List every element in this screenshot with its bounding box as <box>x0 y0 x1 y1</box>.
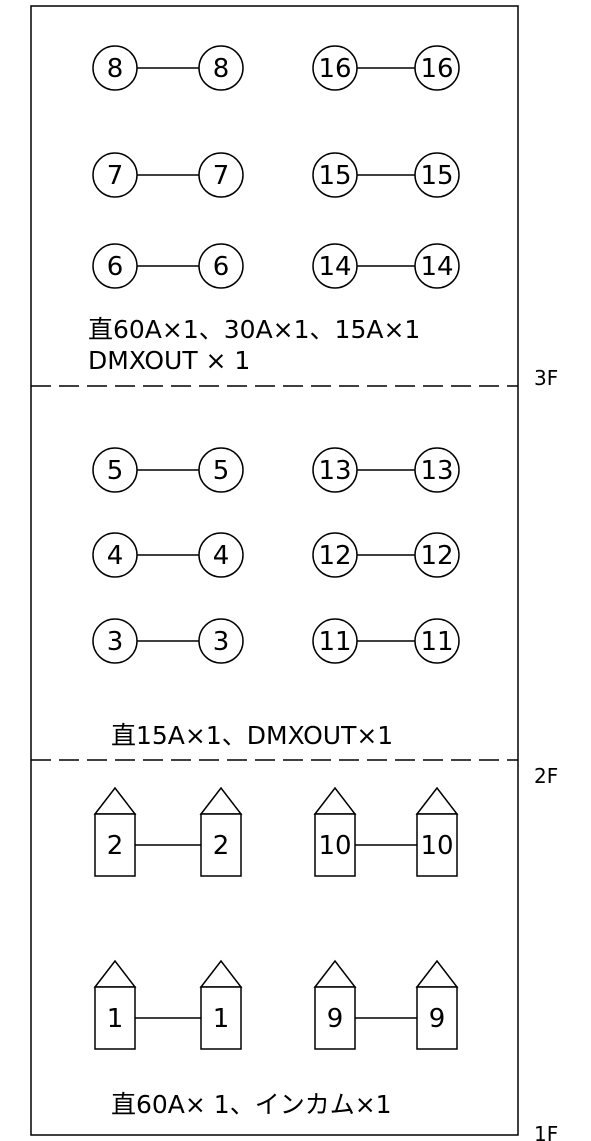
connector-1f-left-2-a-cap <box>93 786 137 815</box>
connector-3f-left-8-b-circle <box>198 45 244 91</box>
connector-3f-right-15-b-circle <box>414 152 460 198</box>
connector-2f-right-11-b-label: 11 <box>420 627 453 657</box>
floor-note-3f-line1: 直60A×1、30A×1、15A×1 <box>88 315 420 344</box>
connector-2f-right-13-a-label: 13 <box>318 456 351 486</box>
connector-1f-left-1-b-label: 1 <box>213 1004 230 1034</box>
connector-2f-right-13-a-circle <box>312 447 358 493</box>
connector-3f-left-6-a-circle <box>92 243 138 289</box>
connector-3f-right-14-a-circle <box>312 243 358 289</box>
connector-3f-right-16-a-label: 16 <box>318 54 351 84</box>
connector-2f-left-5-a-circle <box>92 447 138 493</box>
building-outline <box>30 5 519 1136</box>
connector-3f-right-14-a-label: 14 <box>318 252 351 282</box>
connector-2f-left-5-b-circle <box>198 447 244 493</box>
connector-1f-right-10-a-label: 10 <box>318 831 351 861</box>
connector-1f-right-9-b-body <box>416 986 458 1050</box>
connector-1f-right-10-a-body <box>314 813 356 877</box>
connector-2f-right-11-a-circle <box>312 618 358 664</box>
connector-2f-right-12-b-label: 12 <box>420 541 453 571</box>
connector-1f-right-10-b-label: 10 <box>420 831 453 861</box>
connector-2f-left-4-a-label: 4 <box>107 541 124 571</box>
connector-1f-left-2-b-body <box>200 813 242 877</box>
connector-3f-right-16-b-label: 16 <box>420 54 453 84</box>
connector-1f-right-9-b-label: 9 <box>429 1004 446 1034</box>
connector-3f-left-7-b-circle <box>198 152 244 198</box>
floor-label-3f: 3F <box>534 366 558 390</box>
connector-2f-left-3-a-circle <box>92 618 138 664</box>
connector-2f-right-12-b-circle <box>414 532 460 578</box>
floor-note-2f: 直15A×1、DMXOUT×1 <box>111 721 393 750</box>
connector-3f-left-6-a-label: 6 <box>107 252 124 282</box>
connector-1f-right-9-a-body <box>314 986 356 1050</box>
connector-1f-left-1-b-body <box>200 986 242 1050</box>
connector-3f-left-8-a-circle <box>92 45 138 91</box>
connector-1f-right-10-b-body <box>416 813 458 877</box>
connector-2f-left-3-b-circle <box>198 618 244 664</box>
connector-3f-left-8-a-label: 8 <box>107 54 124 84</box>
connector-3f-left-8-b-label: 8 <box>213 54 230 84</box>
connector-2f-right-11-a-label: 11 <box>318 627 351 657</box>
connector-3f-left-6-b-circle <box>198 243 244 289</box>
connector-2f-left-3-a-label: 3 <box>107 627 124 657</box>
connector-3f-right-14-b-label: 14 <box>420 252 453 282</box>
floor-note-3f-line2: DMXOUT × 1 <box>88 346 250 375</box>
connector-1f-right-10-a-cap <box>313 786 357 815</box>
connector-1f-right-9-a-label: 9 <box>327 1004 344 1034</box>
connector-2f-left-5-a-label: 5 <box>107 456 124 486</box>
connector-1f-left-2-a-body <box>94 813 136 877</box>
connector-2f-left-4-a-circle <box>92 532 138 578</box>
connector-2f-right-12-a-label: 12 <box>318 541 351 571</box>
connector-2f-right-12-a-circle <box>312 532 358 578</box>
connector-2f-left-4-b-circle <box>198 532 244 578</box>
connector-3f-right-15-b-label: 15 <box>420 161 453 191</box>
connector-3f-left-7-b-label: 7 <box>213 161 230 191</box>
connector-3f-right-15-a-label: 15 <box>318 161 351 191</box>
connector-1f-left-1-a-label: 1 <box>107 1004 124 1034</box>
connector-1f-left-2-b-cap <box>199 786 243 815</box>
connector-1f-left-1-b-cap <box>199 959 243 988</box>
connector-3f-left-7-a-circle <box>92 152 138 198</box>
connector-3f-right-16-b-circle <box>414 45 460 91</box>
connector-3f-right-14-b-circle <box>414 243 460 289</box>
floor-label-1f: 1F <box>534 1122 558 1141</box>
connector-1f-left-1-a-body <box>94 986 136 1050</box>
connector-3f-right-15-a-circle <box>312 152 358 198</box>
connector-1f-right-10-b-cap <box>415 786 459 815</box>
connector-3f-left-7-a-label: 7 <box>107 161 124 191</box>
connector-2f-left-3-b-label: 3 <box>213 627 230 657</box>
connector-1f-right-9-a-cap <box>313 959 357 988</box>
floor-label-2f: 2F <box>534 764 558 788</box>
connector-1f-right-9-b-cap <box>415 959 459 988</box>
connector-1f-left-1-a-cap <box>93 959 137 988</box>
floor-note-1f: 直60A× 1、インカム×1 <box>111 1090 392 1119</box>
connector-1f-left-2-b-label: 2 <box>213 831 230 861</box>
connector-2f-left-5-b-label: 5 <box>213 456 230 486</box>
connector-2f-right-13-b-label: 13 <box>420 456 453 486</box>
connector-3f-right-16-a-circle <box>312 45 358 91</box>
connector-2f-left-4-b-label: 4 <box>213 541 230 571</box>
connector-1f-left-2-a-label: 2 <box>107 831 124 861</box>
connector-2f-right-13-b-circle <box>414 447 460 493</box>
connector-3f-left-6-b-label: 6 <box>213 252 230 282</box>
connector-2f-right-11-b-circle <box>414 618 460 664</box>
